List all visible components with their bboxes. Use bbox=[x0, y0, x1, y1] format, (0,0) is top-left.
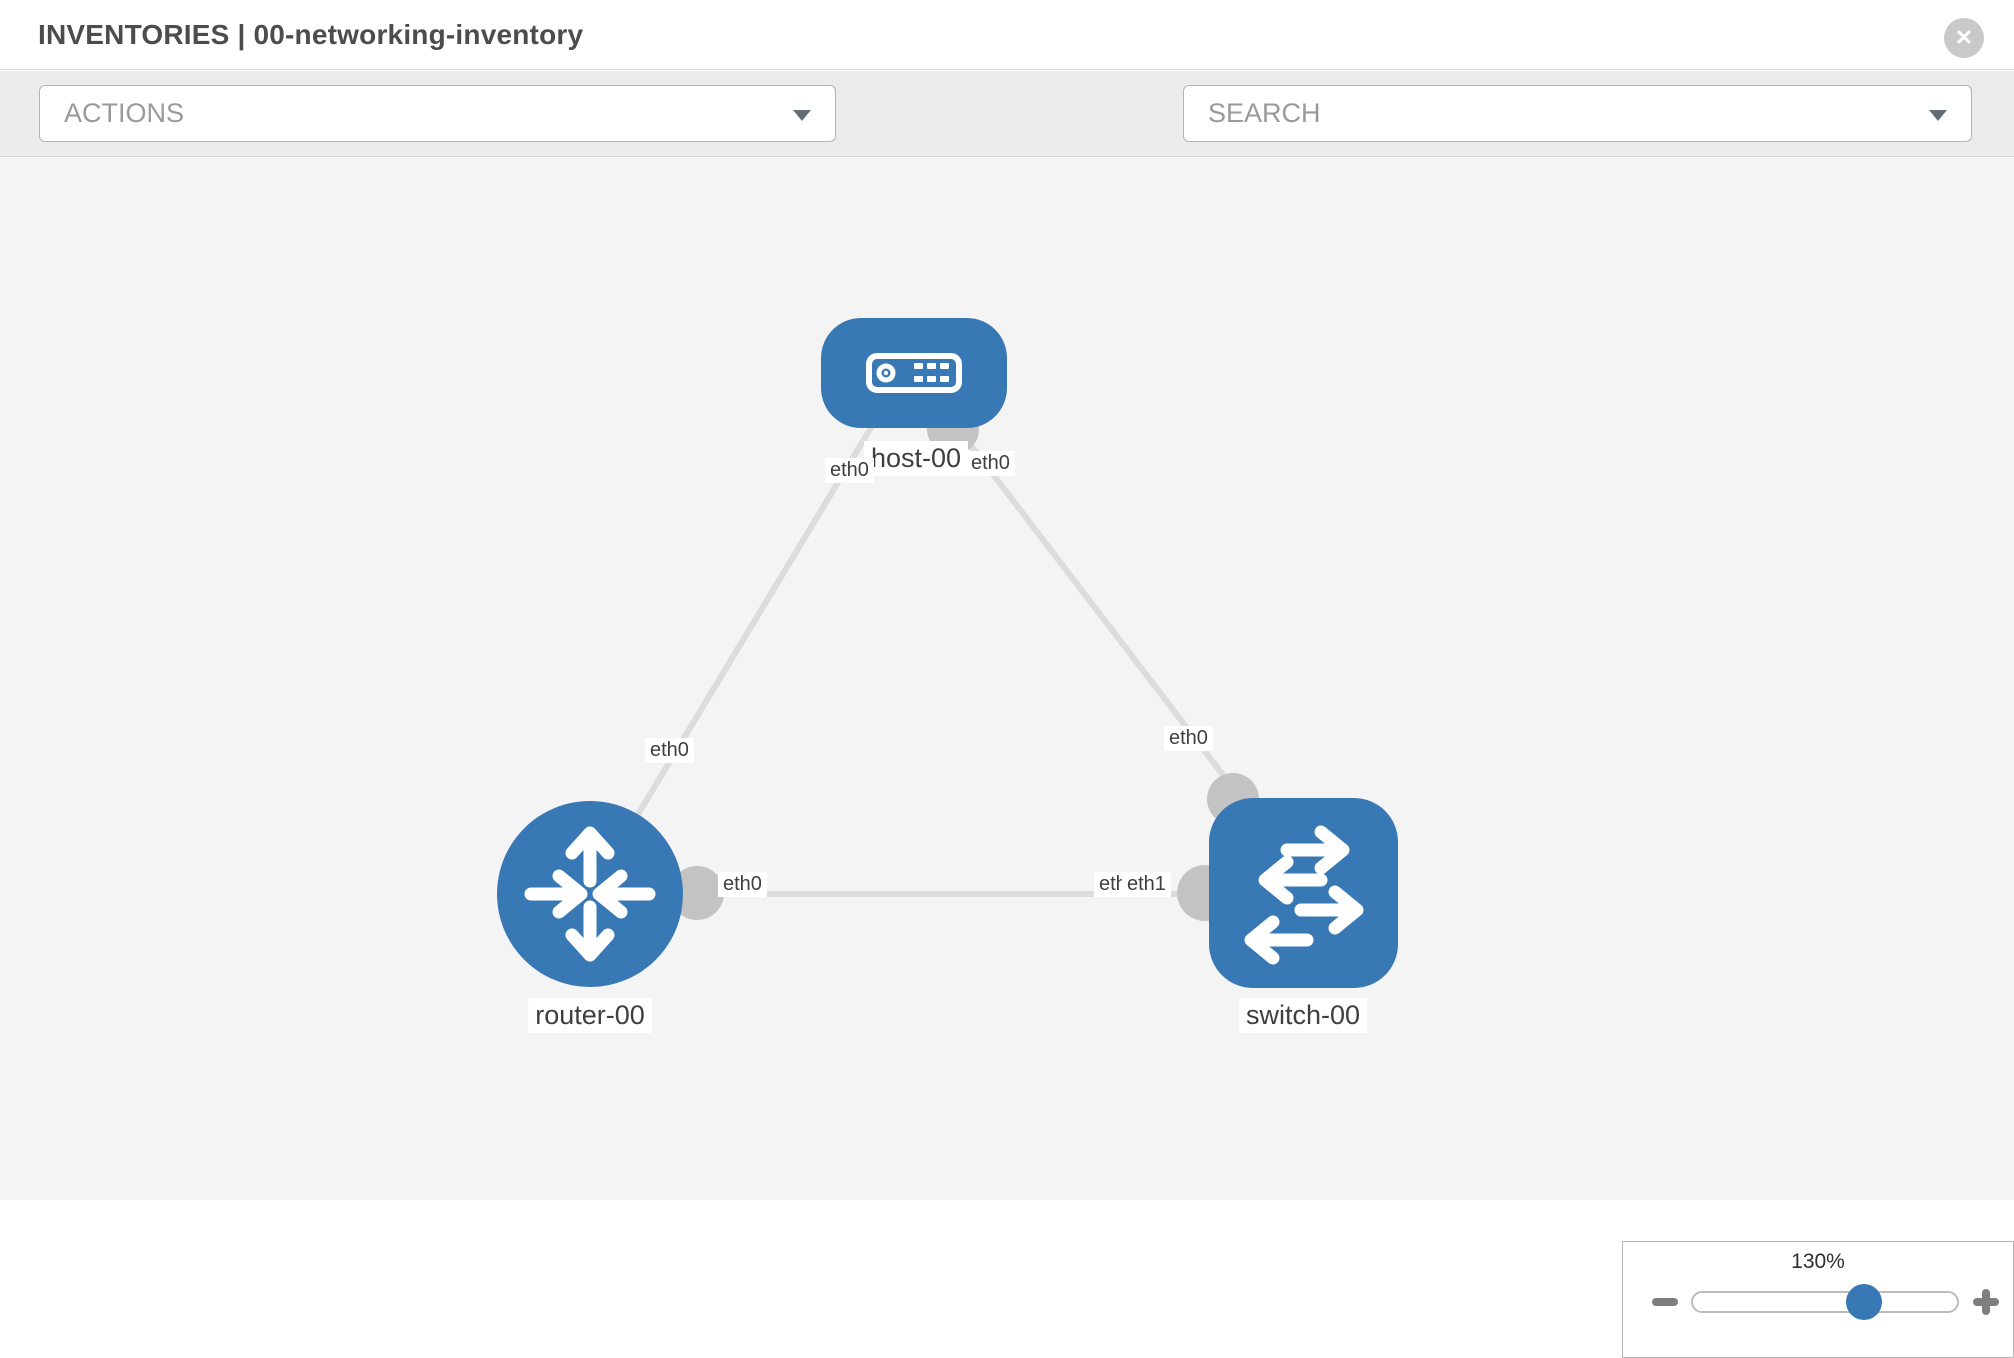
zoom-level-value: 130% bbox=[1791, 1250, 1845, 1273]
actions-dropdown-label: ACTIONS bbox=[64, 98, 185, 128]
link-host-switch[interactable] bbox=[953, 424, 1265, 828]
node-label-switch: switch-00 bbox=[1238, 998, 1368, 1033]
interface-label: eth0 bbox=[718, 872, 767, 897]
window-header: INVENTORIES | 00-networking-inventory ✕ bbox=[0, 0, 2014, 70]
switch-icon bbox=[1244, 825, 1364, 965]
search-placeholder: SEARCH bbox=[1208, 98, 1321, 128]
node-label-router: router-00 bbox=[528, 998, 652, 1033]
close-icon[interactable]: ✕ bbox=[1944, 18, 1984, 58]
interface-label: eth0 bbox=[825, 458, 874, 483]
topology-graph bbox=[497, 318, 1398, 988]
interface-label: eth0 bbox=[645, 738, 694, 763]
interface-circle-router[interactable] bbox=[670, 866, 724, 920]
router-icon bbox=[524, 826, 656, 962]
node-label-host: host-00 bbox=[863, 441, 969, 476]
actions-dropdown[interactable]: ACTIONS bbox=[39, 85, 836, 142]
zoom-slider-thumb[interactable] bbox=[1846, 1284, 1882, 1320]
interface-label: eth1 bbox=[1122, 872, 1171, 897]
node-router[interactable] bbox=[497, 801, 683, 987]
search-dropdown[interactable]: SEARCH bbox=[1183, 85, 1972, 142]
zoom-out-button[interactable] bbox=[1652, 1298, 1678, 1306]
interface-label: eth0 bbox=[966, 451, 1015, 476]
zoom-in-button[interactable] bbox=[1973, 1289, 1999, 1315]
zoom-control-panel: 130% bbox=[1622, 1241, 2014, 1358]
interface-label: eth0 bbox=[1164, 726, 1213, 751]
host-icon bbox=[866, 353, 962, 393]
chevron-down-icon bbox=[1929, 110, 1947, 121]
zoom-slider-track[interactable] bbox=[1691, 1291, 1959, 1313]
node-host[interactable] bbox=[821, 318, 1007, 428]
chevron-down-icon bbox=[793, 110, 811, 121]
page-title: INVENTORIES | 00-networking-inventory bbox=[38, 19, 584, 50]
topology-canvas[interactable]: host-00 router-00 switch-00 eth0 eth0 et… bbox=[0, 158, 2014, 1358]
toolbar: ACTIONS SEARCH bbox=[0, 71, 2014, 204]
node-switch[interactable] bbox=[1209, 798, 1398, 988]
